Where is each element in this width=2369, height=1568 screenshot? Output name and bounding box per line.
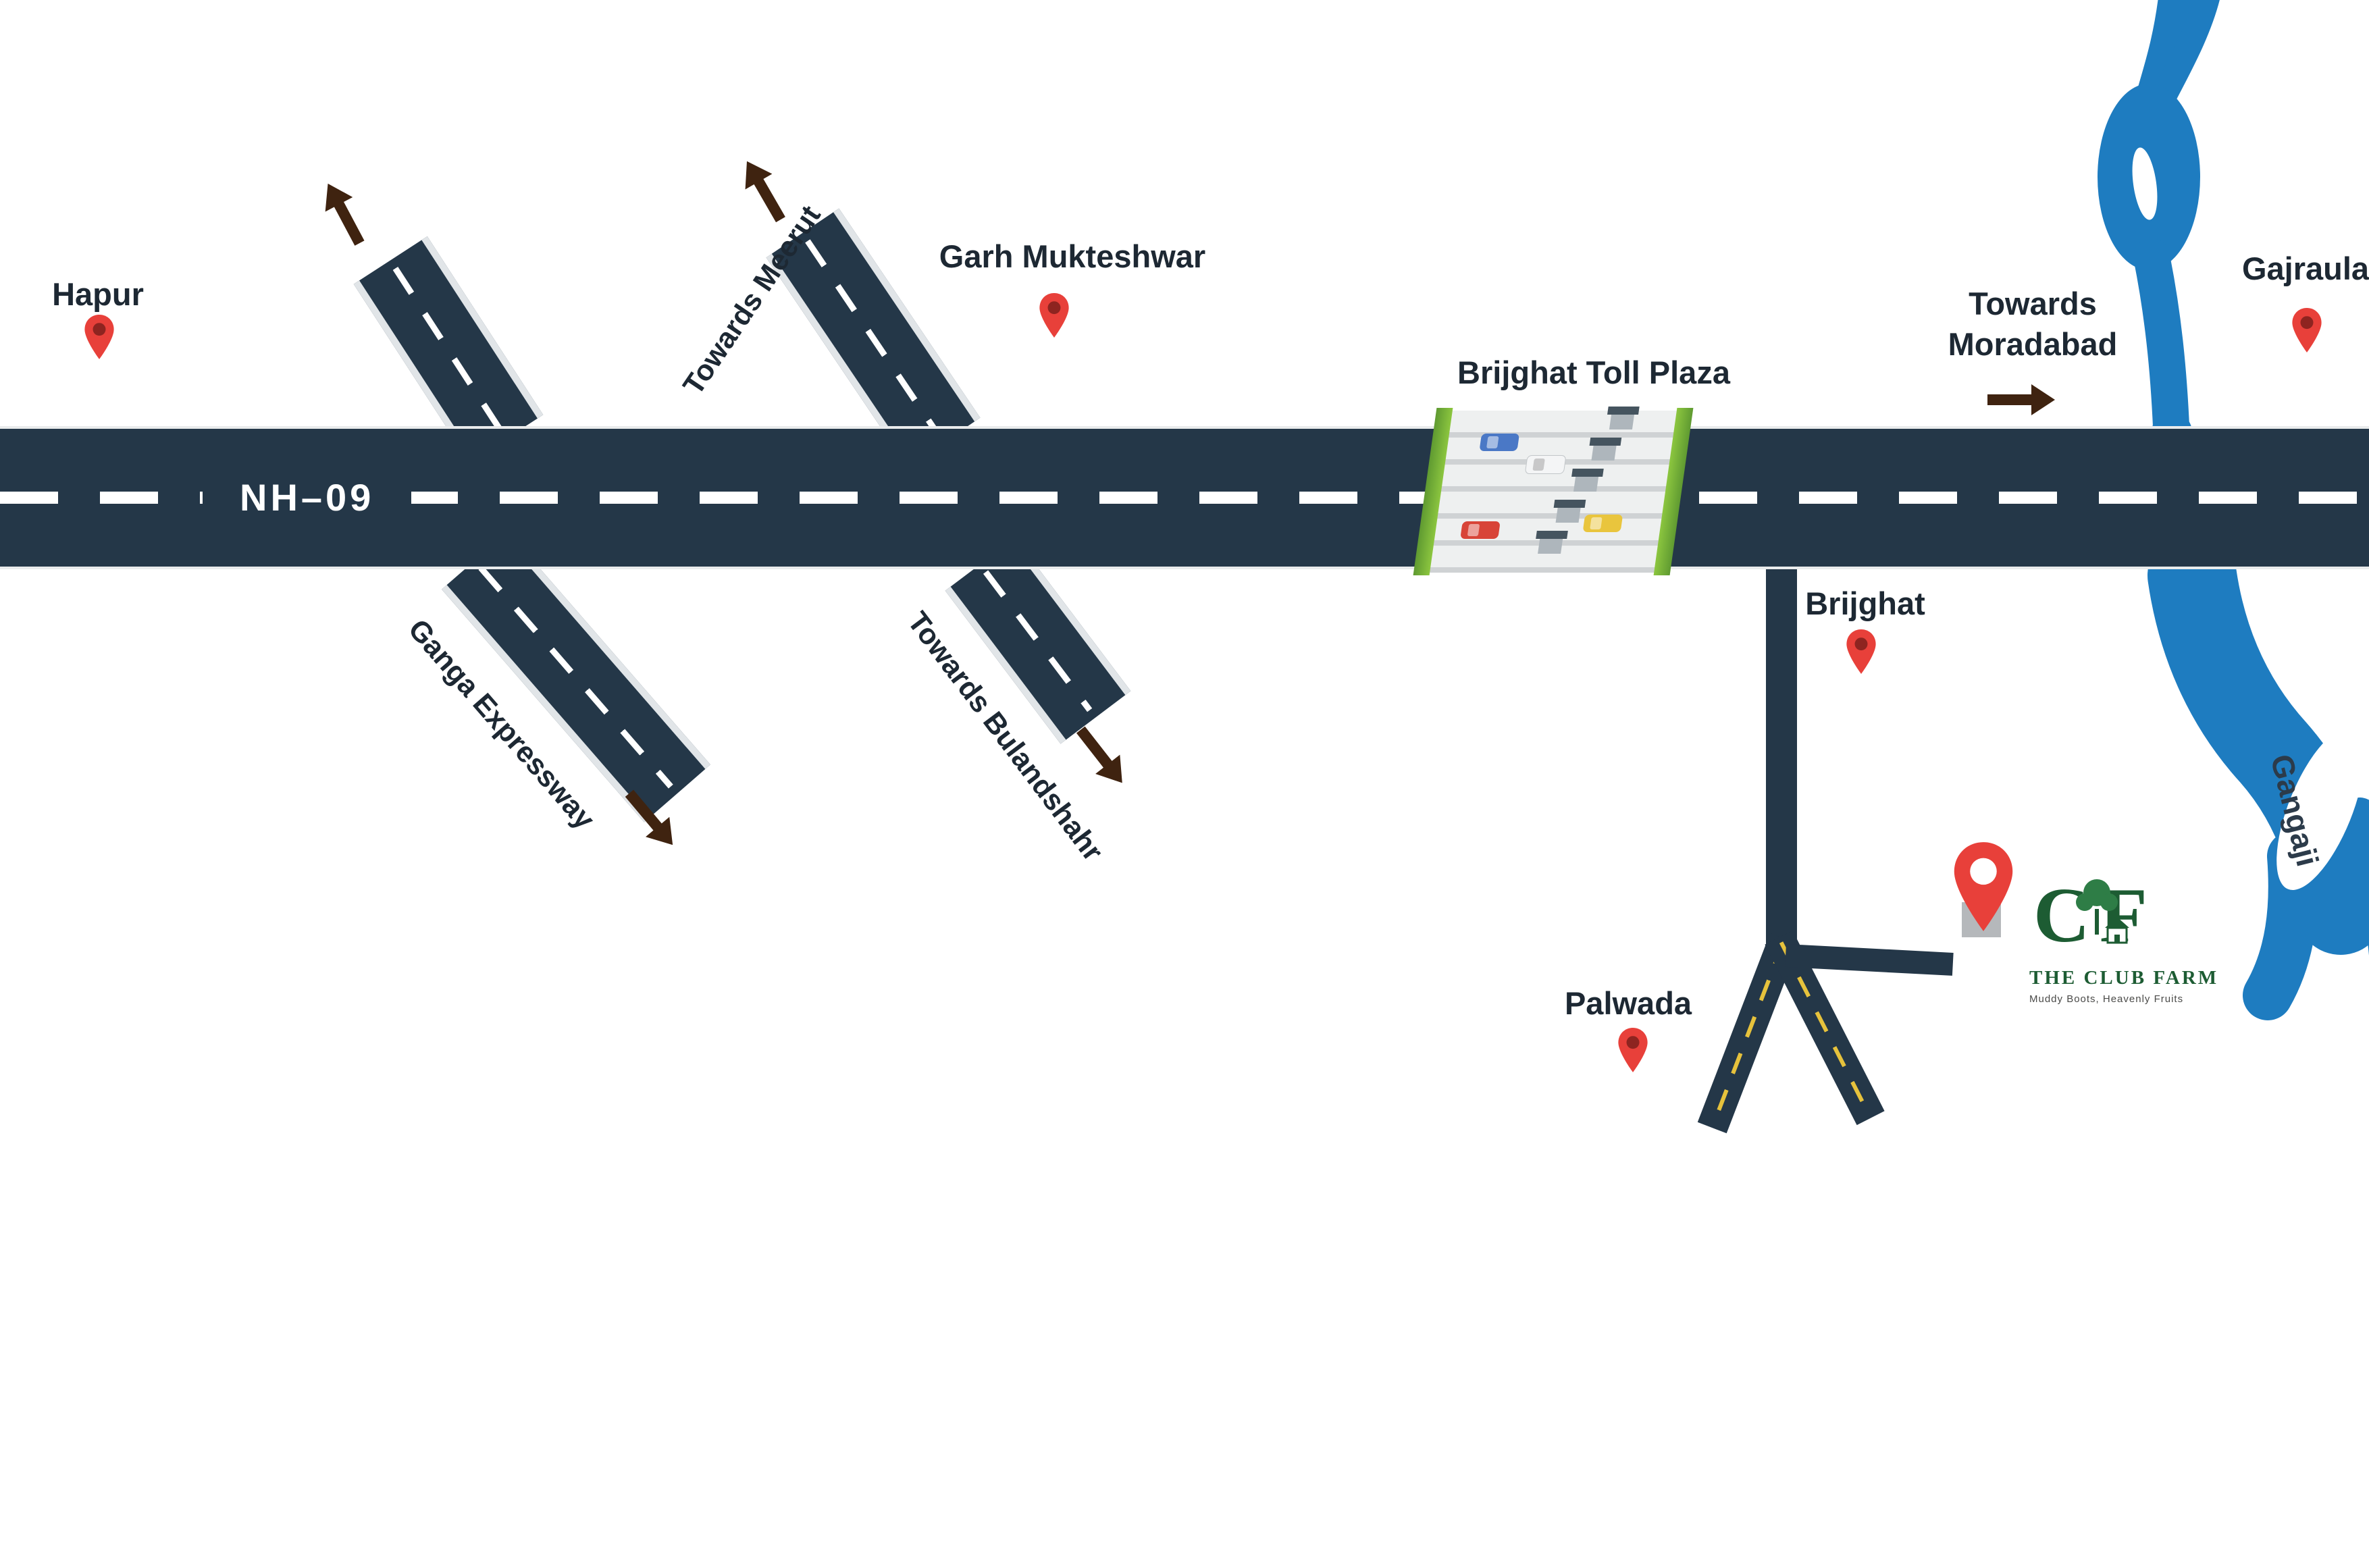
- road-nh09: NH–09: [0, 429, 2369, 567]
- hapur-label: Hapur: [52, 276, 144, 312]
- car-blue: [1479, 434, 1520, 451]
- gajraula-pin: [2292, 308, 2322, 352]
- club-farm-name: THE CLUB FARM: [2029, 967, 2219, 989]
- highway-center-dashes: [0, 492, 2369, 504]
- toll-booth: [1552, 500, 1586, 523]
- car-yellow: [1582, 515, 1623, 532]
- river-island: [2276, 728, 2364, 890]
- toll-booth: [1534, 531, 1568, 554]
- brijghat-pin: [1846, 629, 1876, 674]
- brijghat-label: Brijghat: [1805, 585, 1925, 621]
- house-icon: [2105, 917, 2129, 944]
- tree-icon: [2076, 879, 2118, 935]
- toll-booth: [1569, 469, 1604, 492]
- garh-mukteshwar-label: Garh Mukteshwar: [939, 238, 1206, 274]
- toll-booth: [1587, 438, 1622, 461]
- club-farm-monogram: C F: [2033, 872, 2147, 959]
- road-brijghat-connector: [1766, 560, 1797, 952]
- toll-plaza: [1413, 407, 1694, 575]
- toll-plaza-label: Brijghat Toll Plaza: [1457, 355, 1730, 390]
- palwada-label: Palwada: [1564, 985, 1692, 1021]
- river-islet: [2132, 147, 2158, 220]
- palwada-pin: [1618, 1028, 1648, 1072]
- highway-label: NH–09: [203, 468, 412, 527]
- toll-booth: [1605, 407, 1640, 429]
- arrow-towards-bulandshahr: [1076, 726, 1122, 783]
- towards-moradabad-line2: Moradabad: [1948, 326, 2118, 362]
- car-white: [1524, 455, 1567, 474]
- club-farm-pin: [1954, 842, 2013, 931]
- arrow-towards-meerut: [745, 161, 785, 223]
- monogram-c: C: [2033, 872, 2090, 959]
- towards-moradabad-line1: Towards: [1969, 286, 2097, 321]
- garh-mukteshwar-pin: [1039, 293, 1069, 338]
- gajraula-label: Gajraula: [2241, 251, 2369, 286]
- hapur-pin: [84, 315, 114, 359]
- arrow-towards-moradabad: [1987, 384, 2055, 415]
- arrow-ganga-expressway: [625, 789, 673, 845]
- club-farm-logo: C F THE CLUB FARM Muddy Boots, Heavenly …: [2029, 870, 2219, 1005]
- car-red: [1460, 521, 1501, 539]
- arrow-up-expressway: [325, 183, 365, 246]
- towards-moradabad-label: Towards Moradabad: [1948, 284, 2118, 365]
- club-farm-tagline: Muddy Boots, Heavenly Fruits: [2029, 993, 2184, 1005]
